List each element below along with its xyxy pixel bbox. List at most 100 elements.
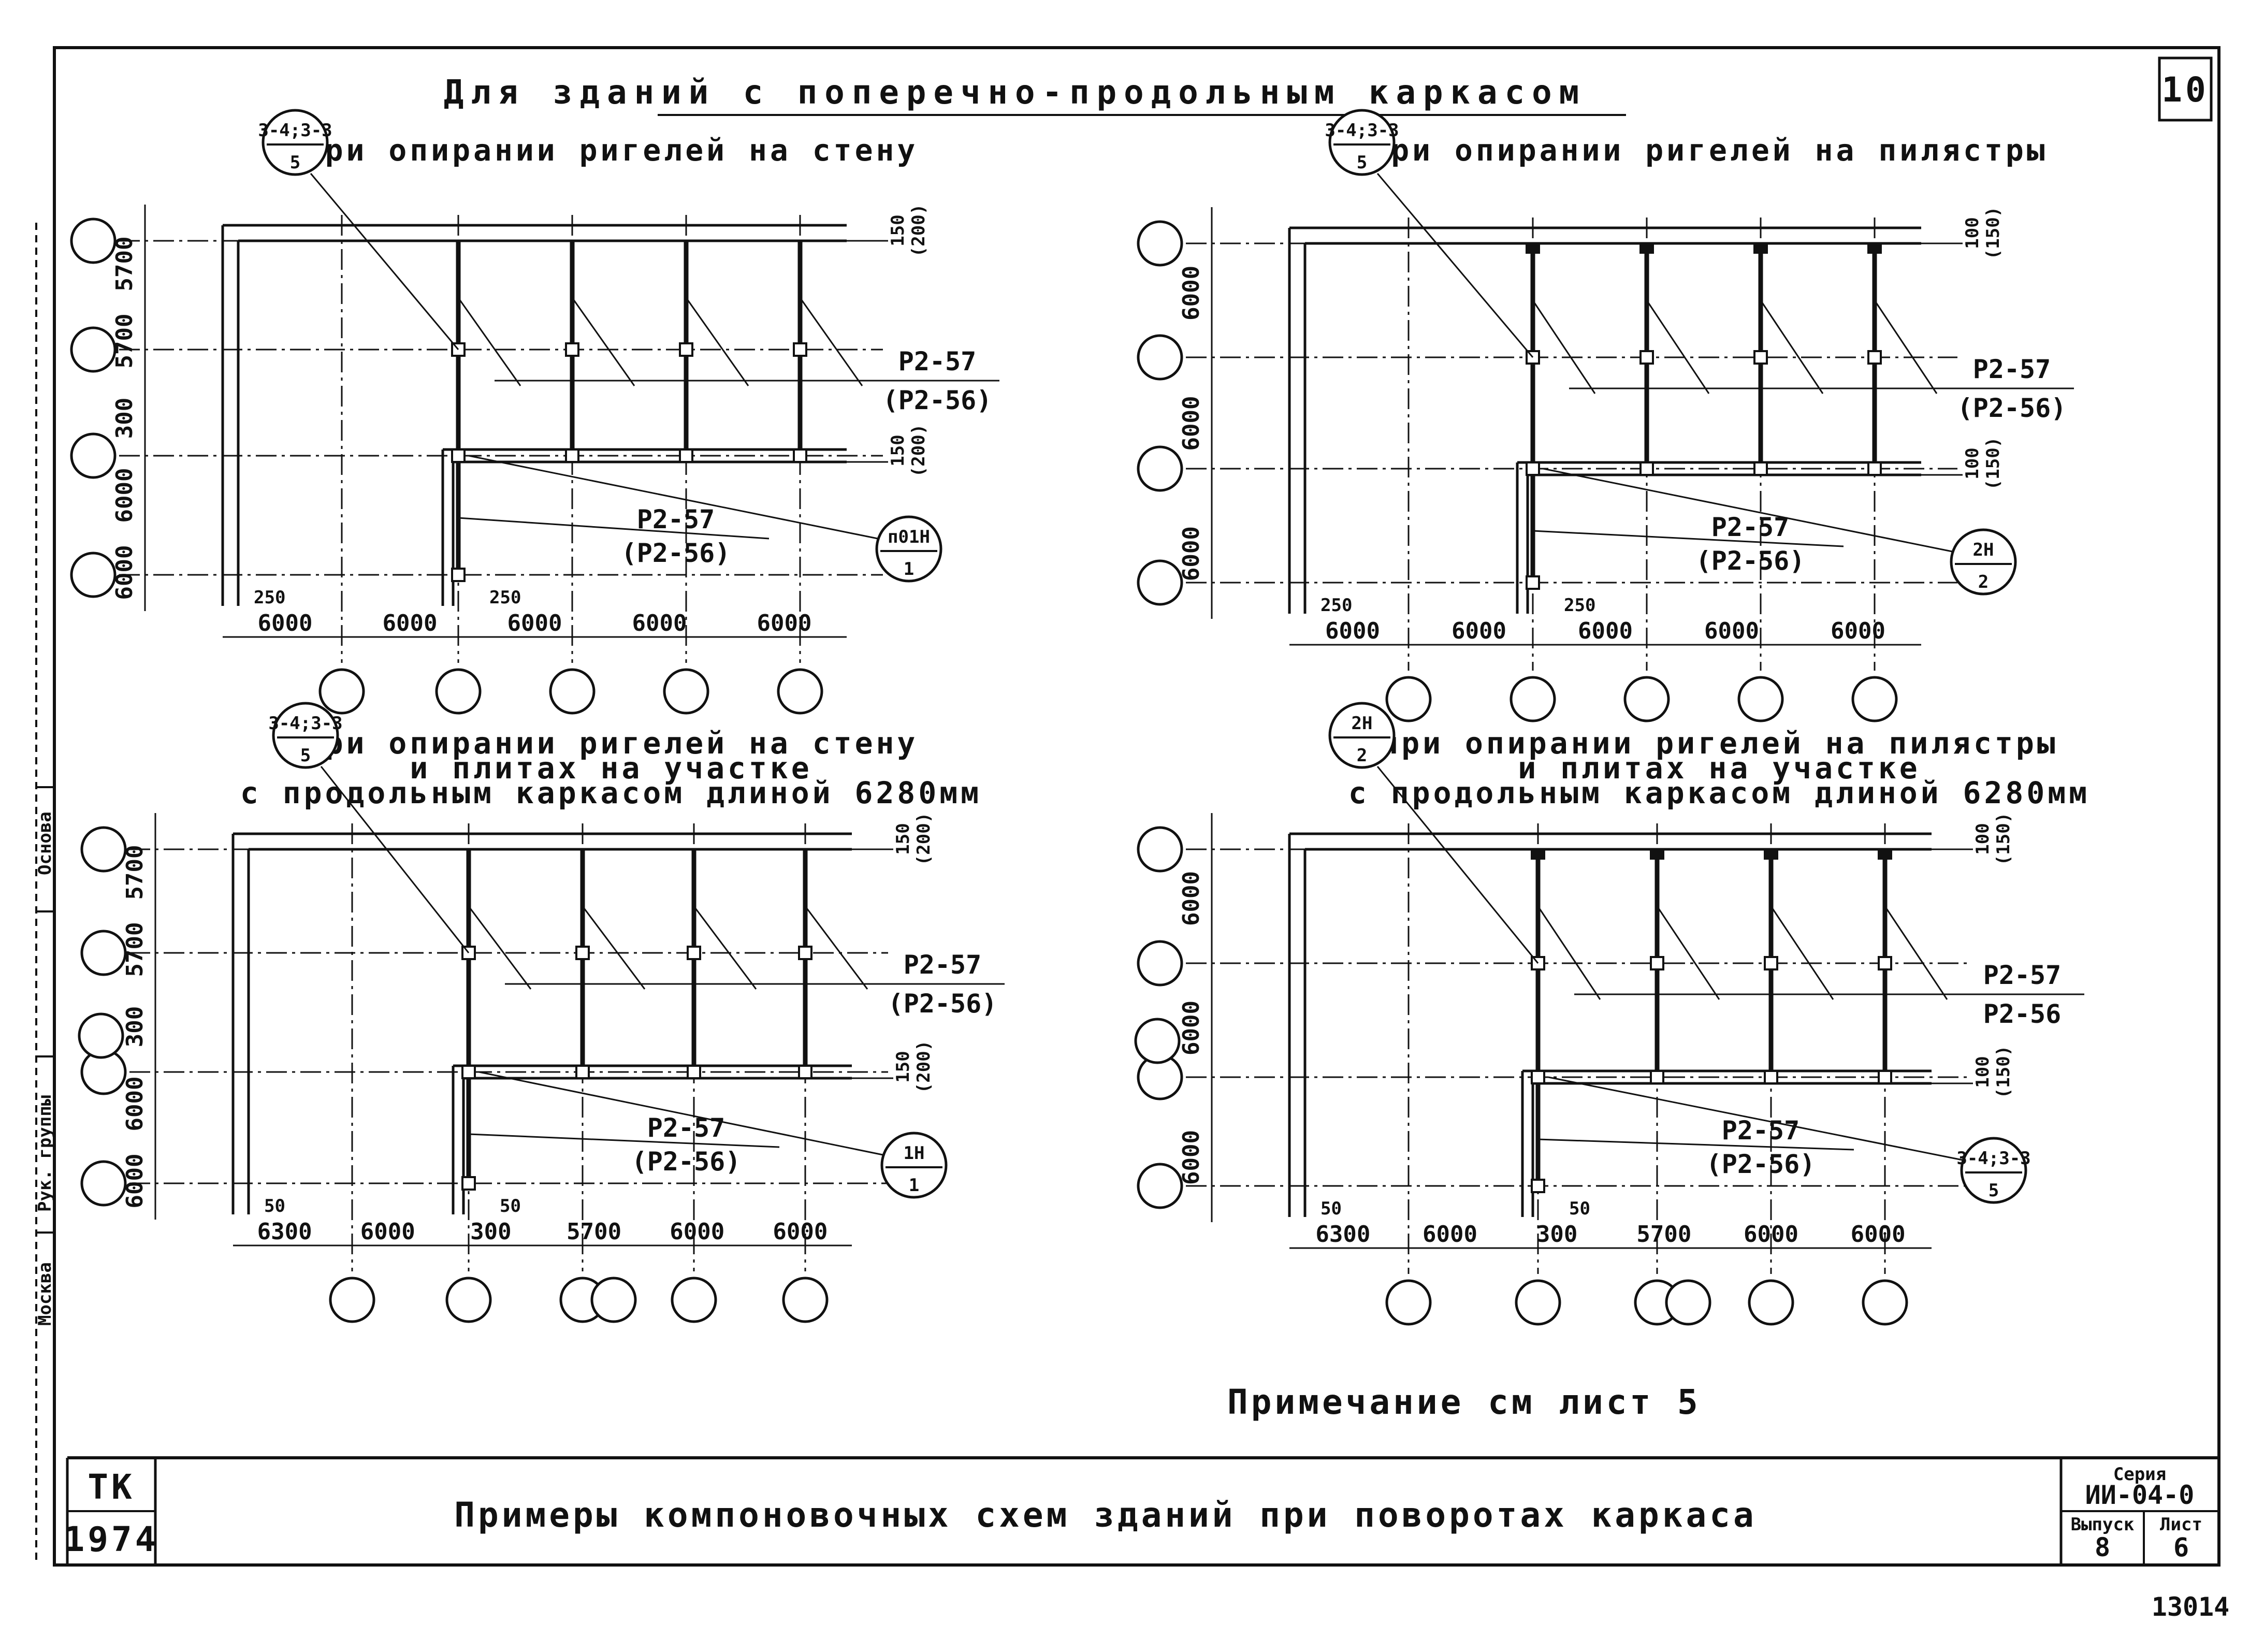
leader-line [1548, 1076, 1963, 1161]
axis-marker-row [1137, 826, 1183, 873]
girder-label-lower: Р2-57 [637, 504, 715, 534]
dimension-bottom: 6000 [360, 1219, 415, 1245]
leader-line [1376, 766, 1539, 964]
side-strip: Основа Рук. группы Москва [35, 223, 55, 1564]
dimension-bottom: 6000 [670, 1219, 724, 1245]
axis-marker-col [663, 668, 709, 715]
leader-line [468, 1133, 780, 1148]
girder-label: Р2-57 [1973, 354, 2051, 384]
girder-label-lower-alt: (Р2-56) [632, 1147, 741, 1177]
column-mark [687, 946, 701, 960]
axis-marker-col [1510, 676, 1556, 722]
dimension-right: 150 [888, 214, 908, 246]
girder-label-alt: (Р2-56) [883, 385, 992, 415]
column-mark [798, 1065, 812, 1079]
callout-circle [1960, 1137, 2027, 1204]
callout-circle [1328, 702, 1396, 769]
callout-top-text: 2Н [1973, 540, 1994, 560]
girder-label-lower: Р2-57 [1722, 1115, 1800, 1146]
dimension-offset: 50 [1320, 1198, 1342, 1219]
slab-hatch [1884, 906, 1948, 1000]
pilaster-mark [1531, 849, 1545, 860]
slab-hatch [571, 297, 635, 386]
callout-top-text: п01Н [888, 527, 930, 547]
axis-marker-col [1851, 676, 1898, 722]
sheet-label: Лист [2160, 1514, 2202, 1535]
column-mark [793, 342, 807, 357]
callout-bottom-text: 1 [904, 559, 914, 579]
callout-second: п01Н 1 [875, 515, 942, 583]
column-mark [575, 1065, 590, 1079]
girder-label-alt: (Р2-56) [888, 989, 997, 1019]
side-label-group-head: Рук. группы [35, 1095, 55, 1212]
leader-line [1537, 1138, 1854, 1151]
org-code: ТК [88, 1467, 135, 1507]
plan-panels: при опирании ригелей на стену 5700 5700 300… [70, 109, 2087, 1326]
callout-top-text: 2Н [1352, 713, 1373, 734]
issue-label: Выпуск [2071, 1514, 2135, 1535]
callout-bottom-text: 2 [1978, 572, 1989, 592]
axis-marker-row [70, 326, 117, 373]
column-mark [461, 1176, 476, 1191]
dimension-left: 6000 [122, 1077, 148, 1132]
girder-label-lower-alt: (Р2-56) [621, 538, 731, 568]
axis-marker-col [318, 668, 365, 715]
column-mark [1650, 1070, 1664, 1084]
column-mark [1639, 461, 1654, 476]
leader-line [478, 1071, 883, 1156]
leader-line [320, 766, 470, 953]
axis-marker-row [70, 432, 117, 479]
dimension-left: 5700 [122, 922, 148, 977]
stamp-number: 13014 [2152, 1592, 2230, 1622]
girder-label: Р2-57 [898, 346, 977, 376]
column-mark [1531, 1070, 1545, 1084]
dimension-bottom: 6000 [507, 610, 562, 636]
dimension-left: 6000 [1178, 1001, 1204, 1055]
main-title: Для зданий с поперечно-продольным каркас… [444, 74, 1586, 112]
slab-hatch [468, 906, 532, 990]
axis-marker-row [1137, 334, 1183, 381]
slab-hatch [457, 297, 521, 386]
column-mark [1526, 575, 1540, 590]
dimension-left: 5700 [111, 314, 138, 369]
dimension-bottom: 6000 [383, 610, 438, 636]
callout-top-text: 3-4;3-3 [1956, 1148, 2030, 1169]
column-mark [798, 946, 812, 960]
axis-marker-col [782, 1277, 829, 1323]
axis-marker-row [70, 552, 117, 598]
slab-hatch [582, 906, 646, 990]
dimension-right: (200) [913, 1040, 934, 1093]
dimension-right: (200) [908, 424, 929, 477]
dimension-left: 5700 [111, 237, 138, 292]
callout-second: 3-4;3-35 [1956, 1137, 2031, 1204]
side-label-basis: Основа [35, 811, 55, 875]
dimension-left: 6000 [1178, 1130, 1204, 1185]
dimension-bottom: 5700 [567, 1219, 621, 1245]
axis-marker-col [1748, 1279, 1794, 1326]
column-mark [451, 568, 466, 582]
dimension-bottom: 6300 [1315, 1221, 1370, 1248]
axis-marker-row [80, 826, 127, 873]
column-mark [1764, 1070, 1778, 1084]
axis-marker-col [1385, 676, 1432, 722]
callout-second: 1Н1 [880, 1132, 948, 1199]
dimension-left: 300 [111, 398, 138, 439]
callout-main: 2Н2 [1328, 702, 1396, 769]
slab-hatch [1646, 300, 1710, 394]
column-mark [1878, 1070, 1892, 1084]
callout-circle [880, 1132, 948, 1199]
girder-label-alt: (Р2-56) [1957, 393, 2067, 423]
callout-circle [262, 109, 329, 176]
callout-top-text: 3-4;3-3 [268, 713, 342, 734]
column-mark [565, 342, 579, 357]
column-mark [451, 448, 466, 463]
panel-title-line: при опирании ригелей на стену [304, 726, 919, 761]
panel-title-line: при опирании ригелей на стену [304, 133, 919, 168]
dimension-offset: 50 [1569, 1198, 1590, 1219]
sheet-number: 10 [2161, 70, 2209, 110]
plan-panel-1: при опирании ригелей на стену 5700 5700 300… [70, 109, 999, 715]
slab-hatch [1874, 300, 1938, 394]
callout-bottom-text: 5 [290, 152, 300, 173]
dimension-bottom: 6000 [258, 610, 313, 636]
